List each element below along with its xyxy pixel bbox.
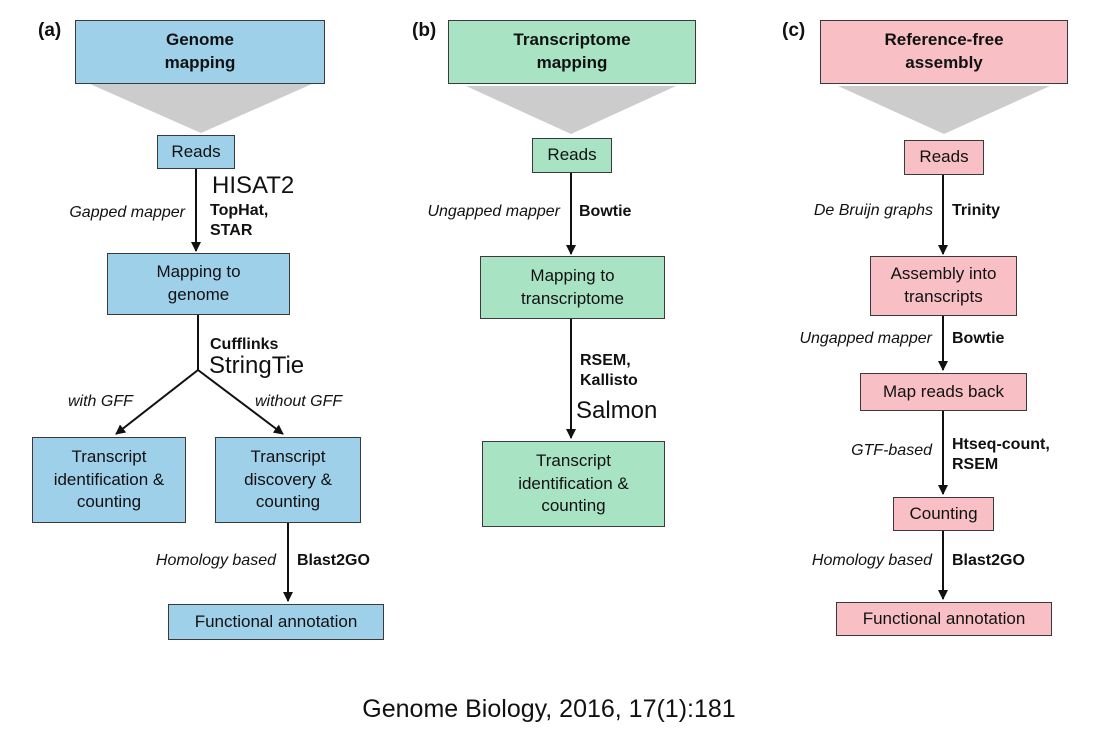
transcript-identification-label-b: Transcript identification & counting [518,450,629,516]
panel-letter-b: (b) [412,20,437,41]
reference-free-assembly-header: Reference-free assembly [820,20,1068,84]
mapping-to-transcriptome-box: Mapping to transcriptome [480,256,665,319]
rsem-kallisto-label: RSEM, Kallisto [580,352,638,389]
reads-box-b: Reads [532,138,612,173]
funnel-c [838,86,1050,134]
mapping-to-genome-box: Mapping to genome [107,253,290,315]
reference-free-assembly-title: Reference-free assembly [884,30,1004,72]
gtf-based-label: GTF-based [851,442,932,459]
bowtie-label-c: Bowtie [952,330,1005,347]
counting-label: Counting [909,503,978,523]
map-reads-back-box: Map reads back [860,373,1027,411]
reads-box-c: Reads [904,140,984,175]
citation-text: Genome Biology, 2016, 17(1):181 [362,695,736,723]
reads-label-c: Reads [919,147,969,167]
transcript-discovery-box: Transcript discovery & counting [215,437,361,523]
arrow-a-with-gff [115,369,199,435]
gapped-mapper-label: Gapped mapper [69,204,185,221]
panel-letter-c: (c) [782,20,806,41]
bowtie-label-b: Bowtie [579,203,632,220]
hisat2-label: HISAT2 [212,172,295,199]
tophat-star-label: TopHat, STAR [210,202,269,239]
homology-based-label-c: Homology based [811,552,932,569]
reads-label-b: Reads [547,145,597,165]
genome-mapping-title: Genome mapping [164,30,236,72]
ungapped-mapper-label-b: Ungapped mapper [427,203,560,220]
transcript-identification-box-a: Transcript identification & counting [32,437,186,523]
homology-based-label-a: Homology based [155,552,276,569]
with-gff-label: with GFF [68,393,133,410]
genome-mapping-header: Genome mapping [75,20,325,84]
stringtie-label: StringTie [209,352,305,379]
transcript-discovery-label: Transcript discovery & counting [244,446,332,512]
transcript-identification-box-b: Transcript identification & counting [482,441,665,527]
arrow-a-without-gff [197,369,284,435]
mapping-to-transcriptome-label: Mapping to transcriptome [521,265,624,308]
functional-annotation-label-a: Functional annotation [194,611,358,631]
assembly-into-transcripts-box: Assembly into transcripts [870,256,1017,316]
transcriptome-mapping-title: Transcriptome mapping [513,30,631,72]
functional-annotation-label-c: Functional annotation [862,608,1026,628]
assembly-into-transcripts-label: Assembly into transcripts [890,264,997,306]
cufflinks-label: Cufflinks [210,336,279,353]
functional-annotation-box-c: Functional annotation [836,602,1052,636]
blast2go-label-a: Blast2GO [297,552,370,569]
counting-box: Counting [893,497,994,531]
transcriptome-mapping-header: Transcriptome mapping [448,20,696,84]
funnel-b [466,86,676,134]
transcript-identification-label-a: Transcript identification & counting [53,446,165,512]
de-bruijn-graphs-label: De Bruijn graphs [813,202,933,219]
reads-label-a: Reads [171,141,221,161]
trinity-label: Trinity [952,202,1001,219]
without-gff-label: without GFF [255,393,343,410]
map-reads-back-label: Map reads back [883,381,1004,401]
ungapped-mapper-label-c: Ungapped mapper [799,330,932,347]
reads-box-a: Reads [157,135,235,169]
blast2go-label-c: Blast2GO [952,552,1025,569]
functional-annotation-box-a: Functional annotation [168,604,384,640]
panel-letter-a: (a) [38,20,62,41]
mapping-to-genome-label: Mapping to genome [156,262,241,304]
salmon-label: Salmon [576,397,658,424]
funnel-a [90,84,312,133]
htseq-count-rsem-label: Htseq-count, RSEM [952,436,1050,473]
